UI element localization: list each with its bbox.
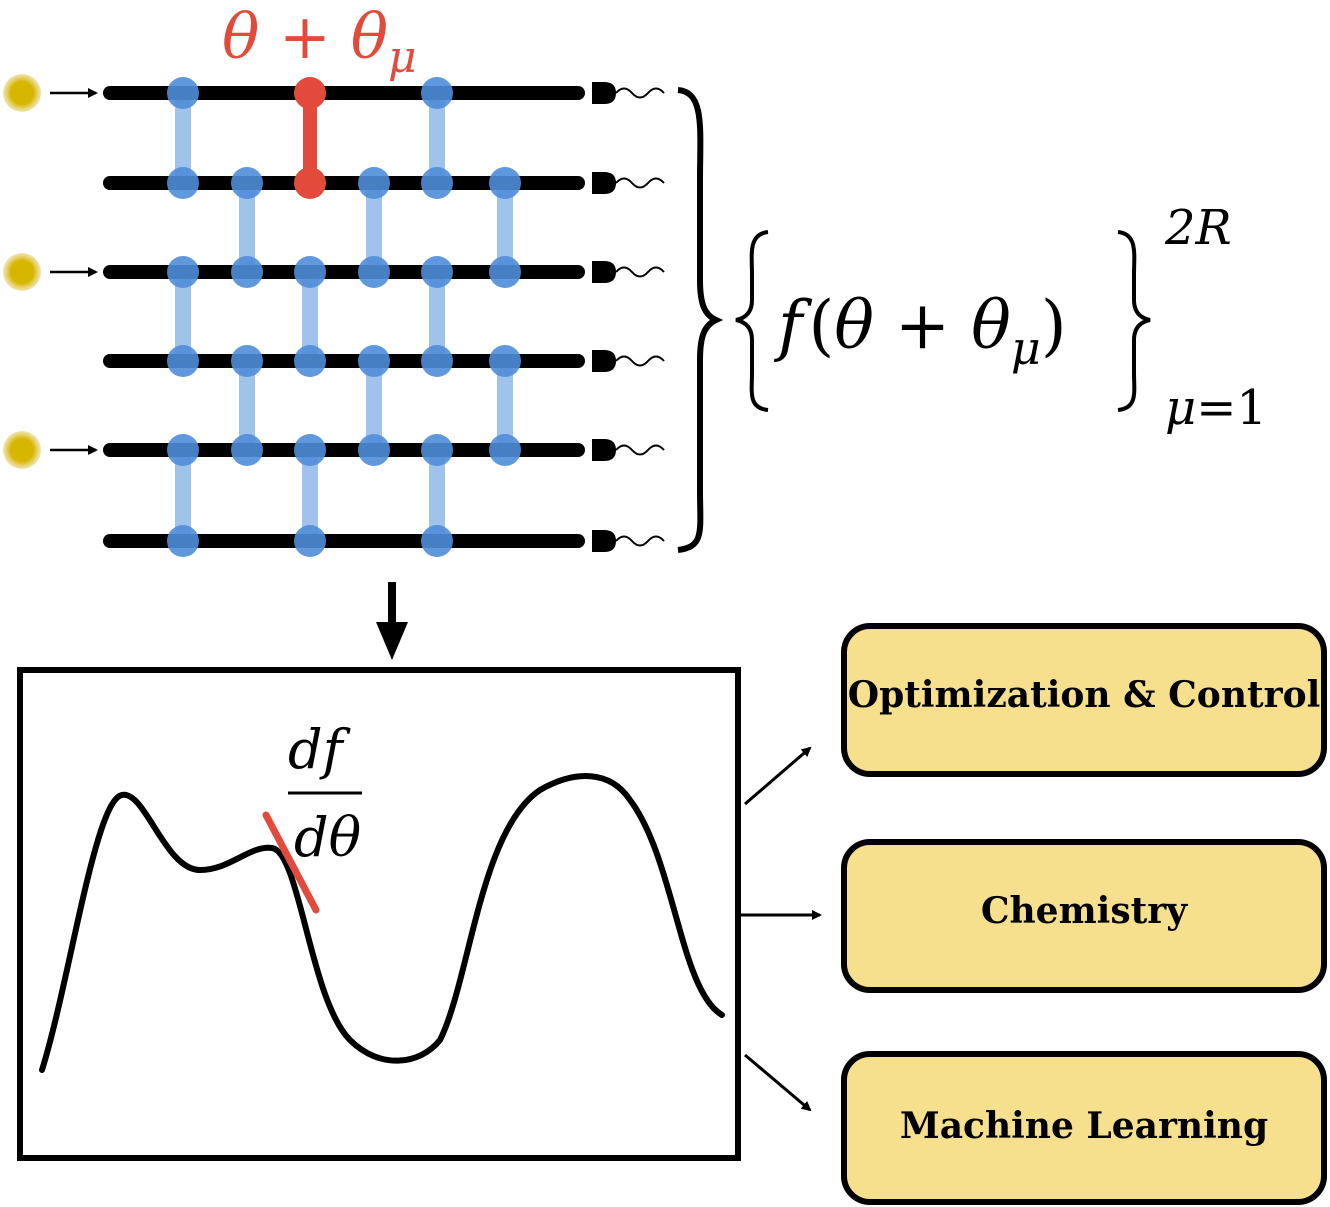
couplers-layer xyxy=(175,93,513,541)
derivative-numerator: df xyxy=(288,718,351,781)
coupler-node xyxy=(421,167,453,199)
coupler-node xyxy=(231,167,263,199)
application-label: Machine Learning xyxy=(900,1105,1268,1147)
coupler-node xyxy=(167,525,199,557)
output-set: f(θ + θμ) 2R μ=1 xyxy=(735,200,1267,436)
signal-wave-icon xyxy=(615,355,665,367)
tangent-line xyxy=(262,811,320,914)
coupler-node xyxy=(358,167,390,199)
down-arrow-icon xyxy=(376,582,408,660)
coupler-node xyxy=(231,434,263,466)
photon-icon xyxy=(3,74,41,112)
plot-frame xyxy=(17,667,741,1161)
set-superscript: 2R xyxy=(1164,200,1232,256)
photon-icon xyxy=(3,253,41,291)
coupler-node xyxy=(358,256,390,288)
detector-icon xyxy=(592,350,616,372)
signal-wave-icon xyxy=(615,177,665,189)
coupler-node xyxy=(294,256,326,288)
photon-inputs xyxy=(3,74,98,469)
coupler-node xyxy=(421,525,453,557)
set-brace-left xyxy=(735,230,769,412)
shifted-node xyxy=(294,77,326,109)
coupler-node xyxy=(421,77,453,109)
detector-icon xyxy=(592,82,616,104)
detector-icon xyxy=(592,530,616,552)
signal-wave-icon xyxy=(615,535,665,547)
coupler-node xyxy=(421,434,453,466)
coupler-node xyxy=(358,345,390,377)
detectors-layer xyxy=(592,82,665,552)
coupler-node xyxy=(294,525,326,557)
coupler-node xyxy=(167,256,199,288)
coupler-node xyxy=(167,167,199,199)
application-chemistry: Chemistry xyxy=(841,839,1327,993)
coupler-node xyxy=(167,345,199,377)
photonic-circuit xyxy=(3,74,665,557)
coupler-node xyxy=(294,434,326,466)
derivative-denominator: dθ xyxy=(294,806,361,869)
objective-curve xyxy=(39,773,725,1073)
application-label: Chemistry xyxy=(981,890,1188,932)
coupler-node xyxy=(489,256,521,288)
coupler-node xyxy=(358,434,390,466)
coupler-node xyxy=(489,345,521,377)
application-label: Optimization & Control xyxy=(848,674,1321,716)
shifted-gate xyxy=(294,77,326,199)
application-machine-learning: Machine Learning xyxy=(841,1051,1327,1205)
set-brace-right xyxy=(1117,230,1151,412)
output-function: f(θ + θμ) xyxy=(773,287,1067,375)
detector-icon xyxy=(592,172,616,194)
coupler-node xyxy=(167,77,199,109)
application-optimization: Optimization & Control xyxy=(841,623,1327,777)
signal-wave-icon xyxy=(615,87,665,99)
derivative-label: df dθ xyxy=(288,718,362,869)
shifted-node xyxy=(294,167,326,199)
shift-label: θ + θμ xyxy=(222,0,417,83)
signal-wave-icon xyxy=(615,266,665,278)
arrow-to-machine-learning xyxy=(744,1053,812,1112)
coupler-node xyxy=(421,256,453,288)
coupler-node xyxy=(489,434,521,466)
set-subscript: μ=1 xyxy=(1165,380,1267,436)
signal-wave-icon xyxy=(615,444,665,456)
photon-icon xyxy=(3,431,41,469)
coupler-node xyxy=(231,256,263,288)
detector-icon xyxy=(592,261,616,283)
nodes-layer xyxy=(167,77,521,557)
coupler-node xyxy=(231,345,263,377)
coupler-node xyxy=(167,434,199,466)
arrow-to-optimization xyxy=(744,746,812,806)
shift-label-sub: μ xyxy=(388,32,417,83)
detector-icon xyxy=(592,439,616,461)
coupler-node xyxy=(294,345,326,377)
output-arg-sub: μ xyxy=(1011,321,1041,375)
coupler-node xyxy=(421,345,453,377)
curly-brace xyxy=(677,87,724,553)
coupler-node xyxy=(489,167,521,199)
